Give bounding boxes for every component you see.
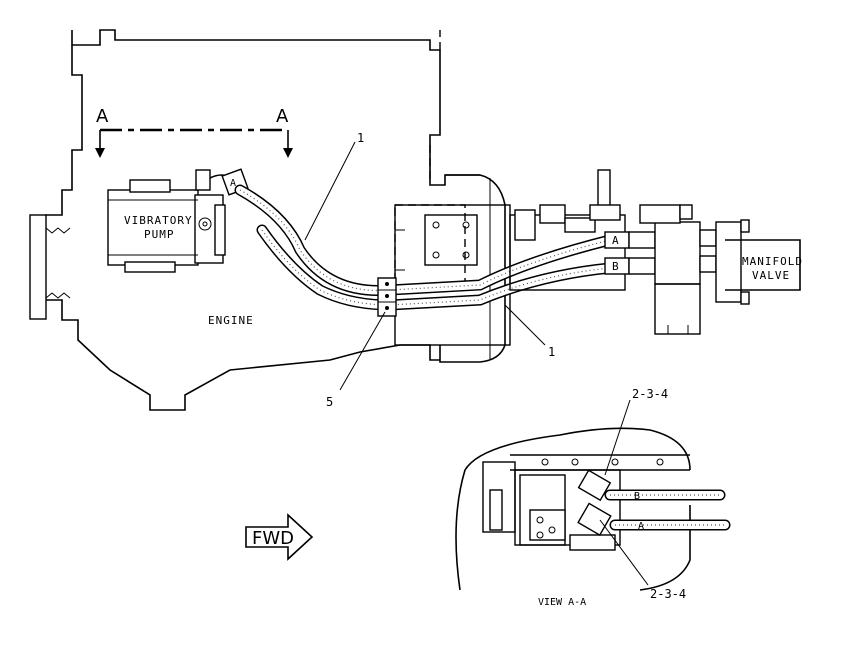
engine-outline — [29, 29, 480, 411]
view-a-a-detail: B A 2-3-4 2-3-4 VIEW A-A — [455, 387, 731, 608]
manifold-valve-assembly: A B MANIFOLD VALVE — [509, 169, 803, 335]
pump-port-a: A — [230, 178, 236, 189]
callout-1-bottom: 1 — [548, 345, 555, 359]
flywheel-housing — [394, 174, 511, 363]
callout-1-top: 1 — [357, 131, 364, 145]
section-marker-right: A — [276, 106, 289, 127]
forward-arrow: FWD — [245, 513, 314, 561]
hose-clamp — [377, 277, 397, 317]
valve-port-b: B — [612, 260, 620, 273]
pulley — [29, 214, 47, 320]
callouts: 1 1 5 — [304, 131, 555, 409]
valve-port-a: A — [612, 234, 620, 247]
callout-5: 5 — [326, 395, 333, 409]
vibratory-pump: VIBRATORY PUMP A B — [107, 168, 272, 273]
section-line-a-a: A A — [95, 106, 293, 158]
manifold-valve-label-line1: MANIFOLD — [742, 255, 803, 268]
callout-234-top: 2-3-4 — [632, 387, 668, 401]
vibratory-pump-label-line2: PUMP — [144, 228, 175, 241]
fwd-label: FWD — [252, 528, 294, 549]
view-port-a: A — [638, 521, 644, 532]
engine-label: ENGINE — [208, 314, 254, 327]
view-a-a-label: VIEW A-A — [538, 597, 586, 608]
view-port-b: B — [634, 491, 640, 502]
manifold-valve-label-line2: VALVE — [752, 269, 790, 282]
hydraulic-hoses — [234, 184, 616, 311]
section-marker-left: A — [96, 106, 109, 127]
vibratory-pump-label-line1: VIBRATORY — [124, 214, 193, 227]
callout-234-bottom: 2-3-4 — [650, 587, 686, 601]
